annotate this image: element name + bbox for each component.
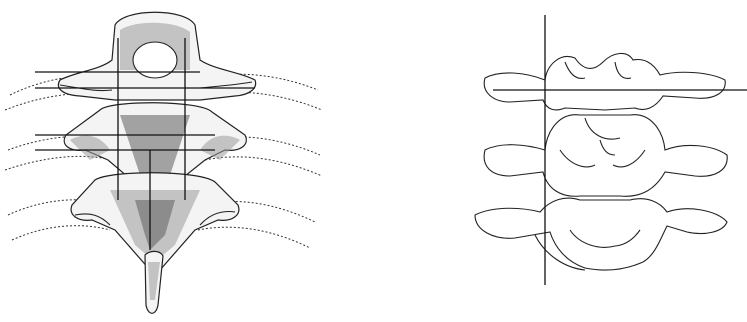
spinous-process [145, 251, 163, 313]
lumbar-vertebrae-svg [455, 0, 747, 322]
lumbar-vertebrae-illustration [455, 0, 747, 322]
middle-lumbar-vertebra [484, 115, 727, 197]
thoracic-vertebrae-svg [0, 0, 330, 322]
upper-lumbar-vertebra [484, 53, 725, 110]
vertebra-top [58, 12, 255, 100]
lower-lumbar-vertebra [475, 198, 727, 270]
thoracic-vertebrae-illustration [0, 0, 330, 322]
